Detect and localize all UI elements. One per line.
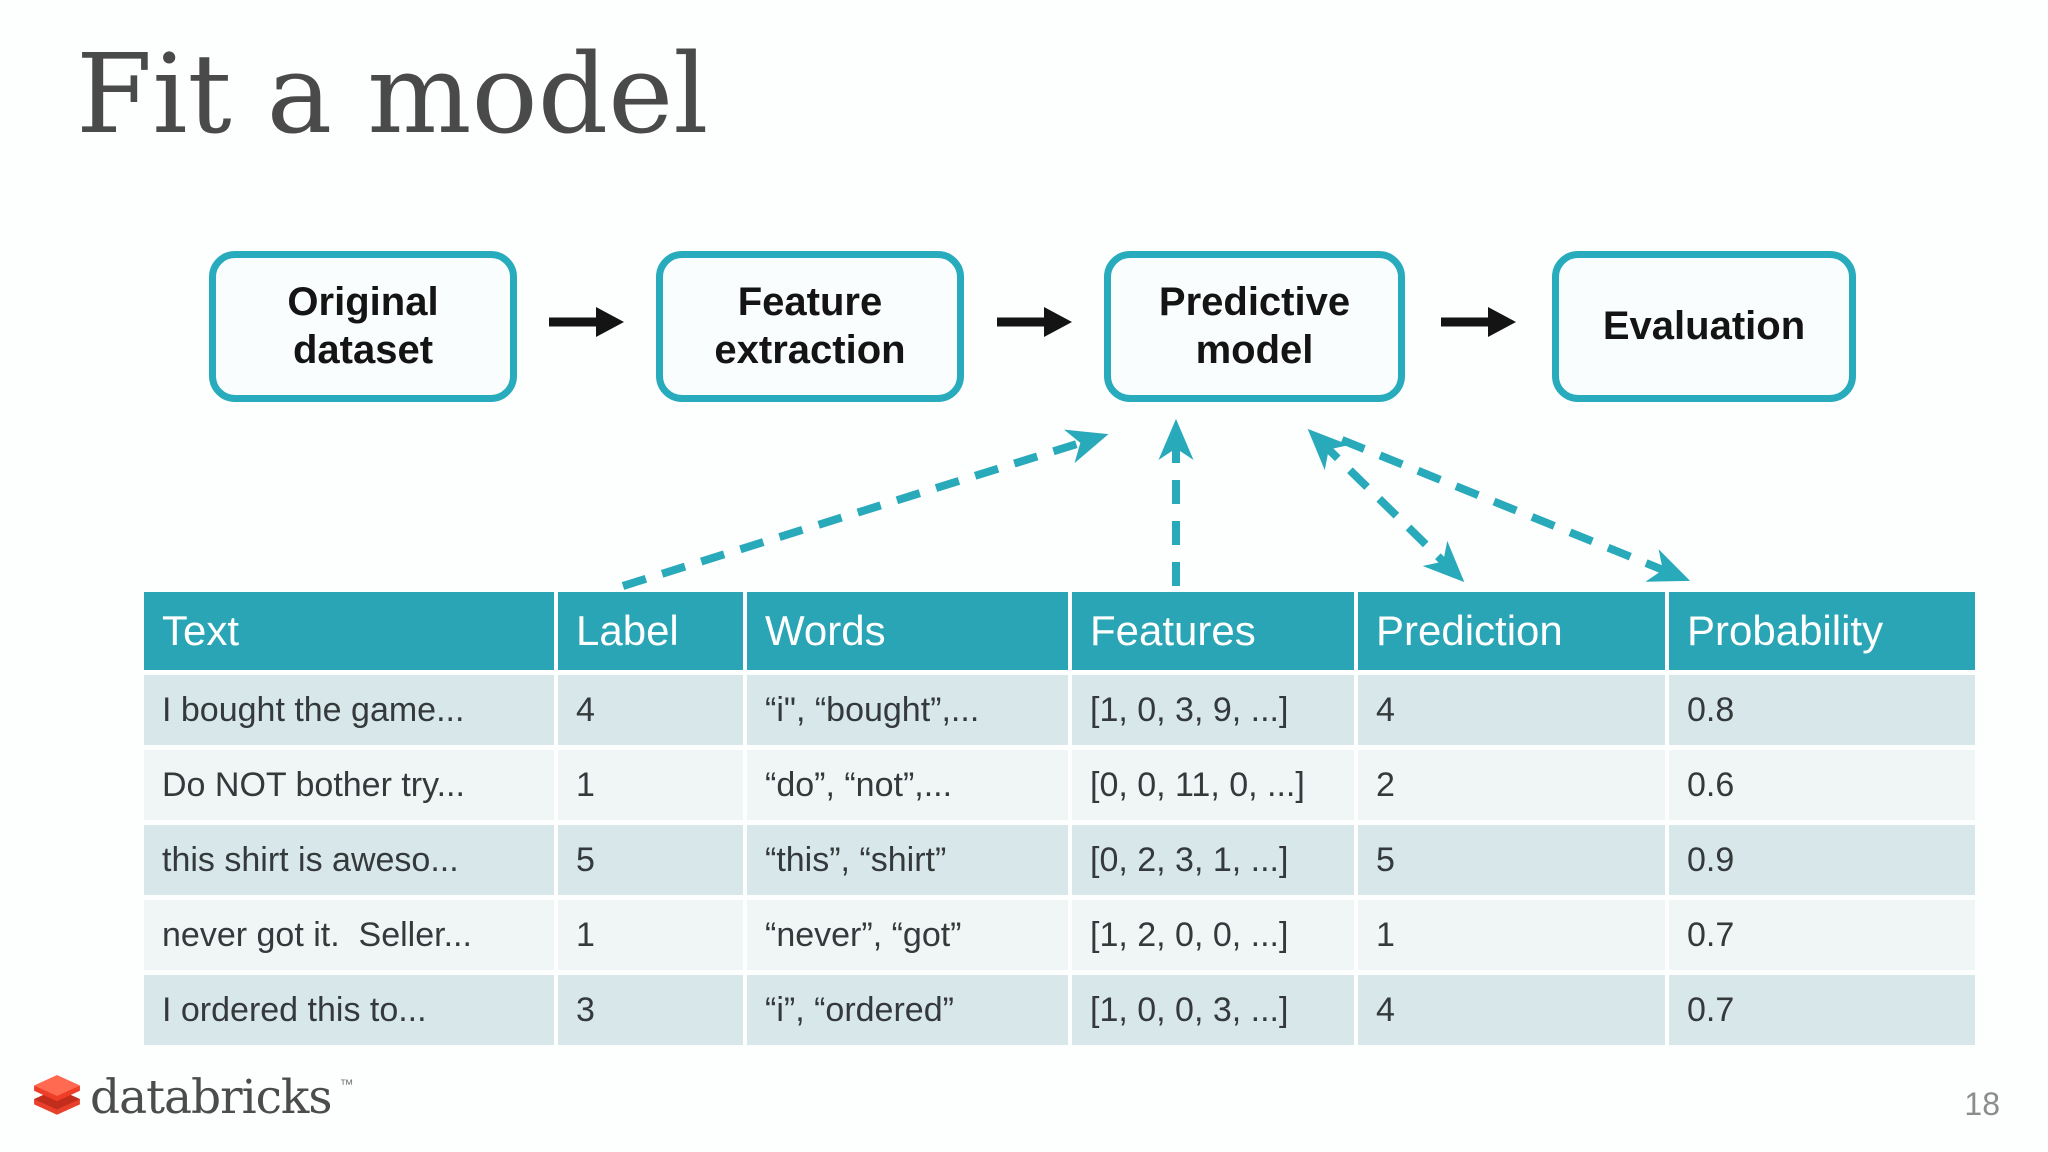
table-cell: I bought the game... bbox=[144, 675, 554, 745]
table-cell: this shirt is aweso... bbox=[144, 825, 554, 895]
flow-arrow-icon bbox=[1441, 307, 1516, 337]
trademark-symbol: ™ bbox=[339, 1076, 354, 1092]
table-header-probability: Probability bbox=[1669, 592, 1975, 670]
table-cell: I ordered this to... bbox=[144, 975, 554, 1045]
flow-box-label: Evaluation bbox=[1602, 303, 1806, 348]
table-cell: “this”, “shirt” bbox=[747, 825, 1068, 895]
table-cell: 0.6 bbox=[1669, 750, 1975, 820]
page-number: 18 bbox=[1964, 1086, 2000, 1122]
table-cell: “do”, “not”,... bbox=[747, 750, 1068, 820]
data-table: Text Label Words Features Prediction Pro… bbox=[144, 592, 1975, 1045]
table-cell: 0.9 bbox=[1669, 825, 1975, 895]
table-cell: 3 bbox=[558, 975, 743, 1045]
flow-arrow-icon bbox=[997, 307, 1072, 337]
table-header-prediction: Prediction bbox=[1358, 592, 1665, 670]
table-cell: 1 bbox=[558, 750, 743, 820]
table-cell: [1, 0, 0, 3, ...] bbox=[1072, 975, 1354, 1045]
table-header-words: Words bbox=[747, 592, 1068, 670]
databricks-wordmark: databricks bbox=[90, 1070, 333, 1125]
table-cell: 0.7 bbox=[1669, 975, 1975, 1045]
databricks-bricks-icon bbox=[34, 1075, 80, 1115]
slide-title: Fit a model bbox=[76, 30, 709, 158]
flow-box-label: Original dataset bbox=[287, 280, 439, 372]
flow-box-label: Predictive model bbox=[1158, 280, 1351, 372]
table-cell: 1 bbox=[1358, 900, 1665, 970]
table-cell: 5 bbox=[558, 825, 743, 895]
flow-box-original-dataset: Original dataset bbox=[209, 251, 517, 402]
table-cell: “never”, “got” bbox=[747, 900, 1068, 970]
flow-box-evaluation: Evaluation bbox=[1552, 251, 1856, 402]
table-cell: 5 bbox=[1358, 825, 1665, 895]
table-header-text: Text bbox=[144, 592, 554, 670]
table-cell: [1, 2, 0, 0, ...] bbox=[1072, 900, 1354, 970]
table-cell: 4 bbox=[1358, 675, 1665, 745]
dashed-arrow-model-to-probability bbox=[1340, 436, 1691, 582]
table-cell: 2 bbox=[1358, 750, 1665, 820]
flow-arrow-icon bbox=[549, 307, 624, 337]
flow-box-predictive-model: Predictive model bbox=[1104, 251, 1405, 402]
databricks-logo: databricks ™ bbox=[32, 1072, 354, 1124]
table-cell: [1, 0, 3, 9, ...] bbox=[1072, 675, 1354, 745]
table-cell: “i", “bought”,... bbox=[747, 675, 1068, 745]
table-cell: 1 bbox=[558, 900, 743, 970]
table-header-features: Features bbox=[1072, 592, 1354, 670]
table-cell: [0, 0, 11, 0, ...] bbox=[1072, 750, 1354, 820]
dashed-arrow-label-to-model bbox=[621, 429, 1109, 590]
dashed-arrow-model-to-prediction bbox=[1307, 428, 1465, 583]
table-header-label: Label bbox=[558, 592, 743, 670]
flow-box-label: Feature extraction bbox=[714, 280, 906, 372]
table-cell: [0, 2, 3, 1, ...] bbox=[1072, 825, 1354, 895]
table-cell: “i”, “ordered” bbox=[747, 975, 1068, 1045]
flow-box-feature-extraction: Feature extraction bbox=[656, 251, 964, 402]
table-cell: never got it. Seller... bbox=[144, 900, 554, 970]
table-cell: 0.8 bbox=[1669, 675, 1975, 745]
table-cell: 4 bbox=[1358, 975, 1665, 1045]
table-cell: 4 bbox=[558, 675, 743, 745]
table-cell: 0.7 bbox=[1669, 900, 1975, 970]
table-cell: Do NOT bother try... bbox=[144, 750, 554, 820]
